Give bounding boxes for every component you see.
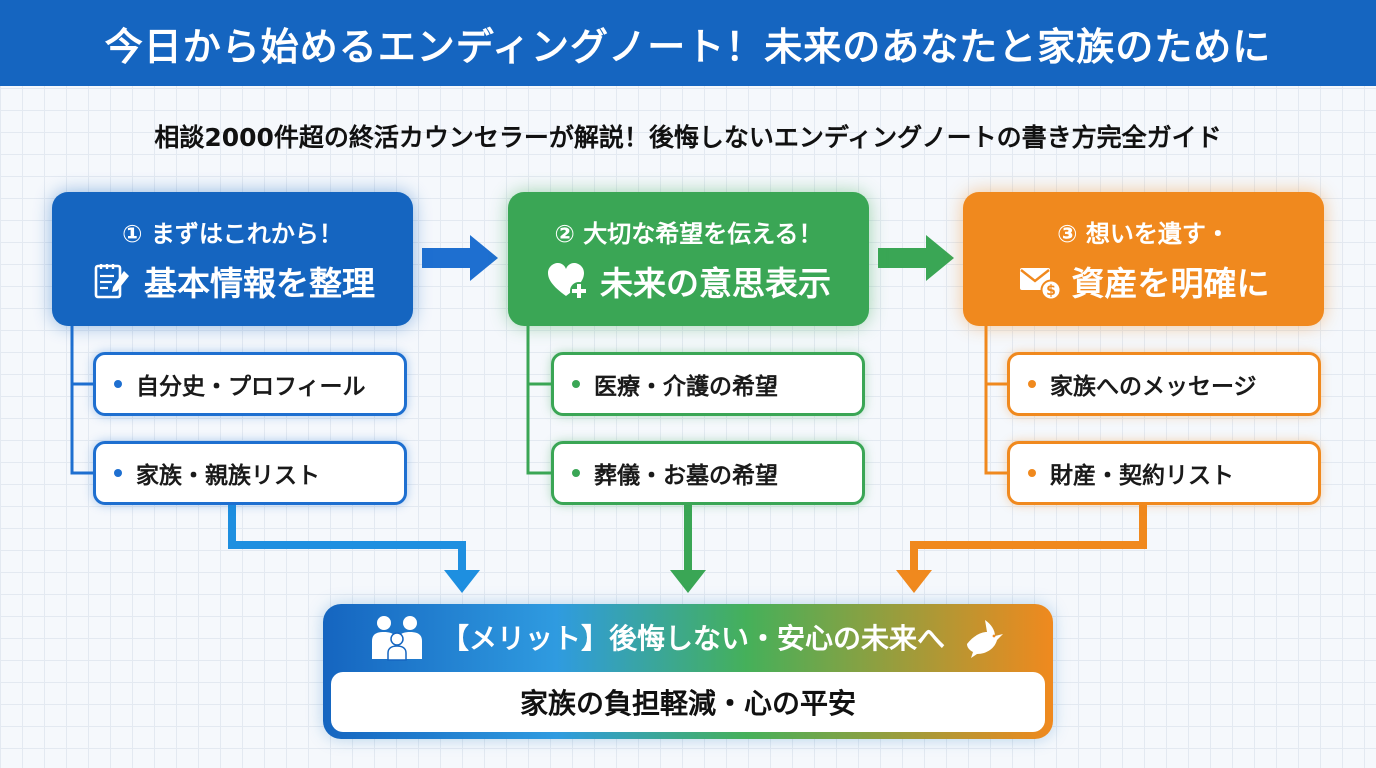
list-item: 家族へのメッセージ bbox=[1007, 352, 1321, 416]
list-item-label: 財産・契約リスト bbox=[1050, 463, 1234, 489]
bullet-dot bbox=[572, 469, 580, 477]
arrow-stage2-to-stage3 bbox=[878, 235, 954, 281]
stage-2-heading: 未来の意思表示 bbox=[546, 257, 831, 305]
stage-1-subtitle: ① まずはこれから！ bbox=[122, 219, 343, 248]
stage-1-heading: 基本情報を整理 bbox=[90, 257, 375, 305]
stage-2-subtitle: ② 大切な希望を伝える！ bbox=[554, 219, 823, 248]
stage-2-title: 未来の意思表示 bbox=[600, 263, 831, 303]
stage-3-subtitle: ③ 想いを遺す・ bbox=[1057, 219, 1230, 248]
bullet-dot bbox=[1028, 380, 1036, 388]
family-icon bbox=[371, 616, 422, 661]
list-item-label: 家族・親族リスト bbox=[136, 463, 320, 489]
header-banner: 今日から始めるエンディングノート！未来のあなたと家族のために bbox=[0, 0, 1376, 86]
notepad-pen-icon bbox=[94, 263, 129, 298]
stage-3-heading: $ 資産を明確に bbox=[1018, 257, 1270, 305]
bullet-dot bbox=[114, 469, 122, 477]
arrow-stage1-to-stage2 bbox=[422, 235, 498, 281]
list-item: 家族・親族リスト bbox=[93, 441, 407, 505]
envelope-money-icon: $ bbox=[1019, 267, 1061, 300]
list-item: 財産・契約リスト bbox=[1007, 441, 1321, 505]
dove-icon bbox=[967, 620, 1003, 658]
bullet-dot bbox=[1028, 469, 1036, 477]
arrow-stage2-to-result bbox=[670, 505, 706, 593]
list-item: 自分史・プロフィール bbox=[93, 352, 407, 416]
tree-lines-stage-3 bbox=[984, 326, 1008, 475]
stage-1-box: ① まずはこれから！ 基本情報を整理 bbox=[52, 192, 413, 326]
tree-lines-stage-2 bbox=[526, 326, 553, 475]
stage-3-box: ③ 想いを遺す・ $ 資産を明確に bbox=[963, 192, 1324, 326]
result-header: 【メリット】後悔しない・安心の未来へ bbox=[323, 604, 1053, 670]
arrow-stage3-to-result bbox=[896, 505, 1147, 593]
result-box: 【メリット】後悔しない・安心の未来へ 家族の負担軽減・心の平安 bbox=[323, 604, 1053, 739]
heart-plus-icon bbox=[548, 262, 588, 300]
result-body: 家族の負担軽減・心の平安 bbox=[331, 672, 1045, 732]
svg-text:$: $ bbox=[1046, 283, 1056, 299]
list-item: 葬儀・お墓の希望 bbox=[551, 441, 865, 505]
page-title: 今日から始めるエンディングノート！未来のあなたと家族のために bbox=[104, 24, 1272, 69]
stage-3-title: 資産を明確に bbox=[1071, 263, 1270, 303]
list-item-label: 自分史・プロフィール bbox=[136, 374, 366, 400]
arrow-stage1-to-result bbox=[228, 505, 480, 593]
list-item-label: 葬儀・お墓の希望 bbox=[594, 463, 778, 489]
list-item-label: 家族へのメッセージ bbox=[1050, 374, 1257, 400]
list-item-label: 医療・介護の希望 bbox=[594, 374, 778, 400]
stage-1-title: 基本情報を整理 bbox=[144, 263, 375, 303]
bullet-dot bbox=[114, 380, 122, 388]
tree-lines-stage-1 bbox=[70, 326, 95, 475]
result-title: 【メリット】後悔しない・安心の未来へ bbox=[440, 622, 945, 655]
bullet-dot bbox=[572, 380, 580, 388]
list-item: 医療・介護の希望 bbox=[551, 352, 865, 416]
stage-2-box: ② 大切な希望を伝える！ 未来の意思表示 bbox=[508, 192, 869, 326]
page-subtitle: 相談2000件超の終活カウンセラーが解説！後悔しないエンディングノートの書き方完… bbox=[154, 123, 1222, 152]
